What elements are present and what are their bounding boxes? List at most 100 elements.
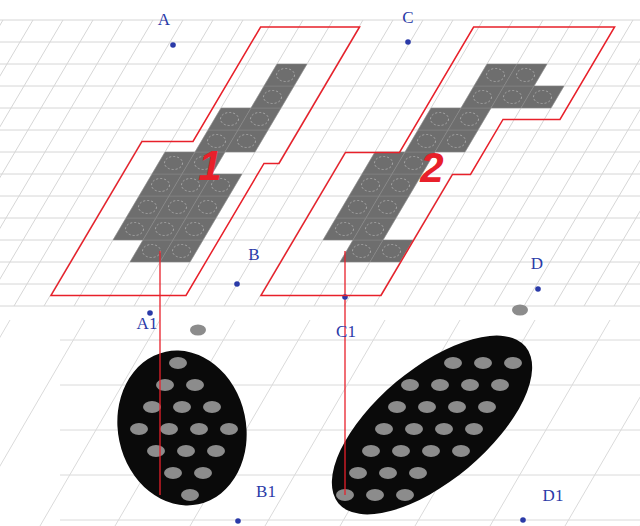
fruit-dot [207,445,225,457]
grid-line [164,20,333,306]
grid-line [565,320,640,526]
grid-line [0,20,153,306]
dashed-circle [173,245,191,258]
point-dot [535,286,541,292]
projection-lines [160,251,345,495]
grey-cell [448,108,491,130]
dashed-circle [431,113,449,126]
dashed-circle [504,91,522,104]
fruit-dot [388,401,406,413]
fruit-dot [444,357,462,369]
fruit-dot [396,489,414,501]
dashed-circle [182,179,200,192]
fruit-dot [181,489,199,501]
dashed-circle [534,91,552,104]
fruit-dot [431,379,449,391]
dashed-circle [238,135,256,148]
grid-line [524,20,640,306]
grid-line [0,20,33,306]
point-markers [147,39,541,524]
point-label: B1 [256,483,276,500]
dashed-circle [405,157,423,170]
fruit-dot [160,423,178,435]
grid-line [0,130,640,131]
fruit-dot [349,467,367,479]
fruit-dot [452,445,470,457]
dashed-circle [152,179,170,192]
grid-line [60,340,640,341]
point-label: D1 [543,487,564,504]
grid-line [464,20,633,306]
grey-cell [251,86,294,108]
grid-line [0,320,85,526]
grey-cell [225,130,268,152]
grid-line [14,20,183,306]
grid-line [0,306,640,307]
dashed-circle [461,113,479,126]
fruit-dot [418,401,436,413]
fruit-dot [435,423,453,435]
fruit-dot [491,379,509,391]
dashed-circle [349,201,367,214]
dashed-circle [251,113,269,126]
fruit-dot [143,401,161,413]
point-dot [170,42,176,48]
dashed-circle [353,245,371,258]
dashed-circle [474,91,492,104]
grid-line [0,284,640,285]
dashed-circle [264,91,282,104]
grid-line [0,20,93,306]
fruit-dot [379,467,397,479]
region-outline: 1 [48,24,363,298]
fruit-dot [186,379,204,391]
fruit-dot [362,445,380,457]
grey-cell [353,218,396,240]
dashed-circle [448,135,466,148]
dashed-circle [379,201,397,214]
fruit-dot [190,423,208,435]
dashed-circle [487,69,505,82]
fruit-dot [392,445,410,457]
grid-line [404,20,573,306]
grid-line [0,152,640,153]
grid-line [494,20,640,306]
fruit-dot [405,423,423,435]
fruit-dot [156,379,174,391]
dashed-circle [336,223,354,236]
dashed-circle [143,245,161,258]
dashed-circle [375,157,393,170]
fruit-dot [478,401,496,413]
dashed-circle [221,113,239,126]
pineapple-silhouettes [103,304,561,526]
point-dot [405,39,411,45]
grid-line [0,20,123,306]
dashed-circle [362,179,380,192]
region-number: 1 [198,145,221,187]
dashed-circle [199,201,217,214]
point-label: D [531,255,543,272]
grey-cell [173,218,216,240]
grid-line [0,20,640,21]
grid-line [0,20,3,306]
grid-line [0,262,640,263]
dashed-circle [366,223,384,236]
fruit-dot [147,445,165,457]
projection-line [159,251,160,495]
dashed-circle [126,223,144,236]
grey-cell [504,64,547,86]
dashed-circle [169,201,187,214]
grid-line [224,20,393,306]
fruit-dot [164,467,182,479]
red-outline [261,27,615,295]
fruit-dot [130,423,148,435]
point-label: A [158,11,170,28]
grey-cell [379,174,422,196]
fruit-dot [401,379,419,391]
point-label: C1 [336,323,356,340]
grey-cell [186,196,229,218]
fruit-dot [375,423,393,435]
fruit-dot [203,401,221,413]
point-label: C [402,9,413,26]
